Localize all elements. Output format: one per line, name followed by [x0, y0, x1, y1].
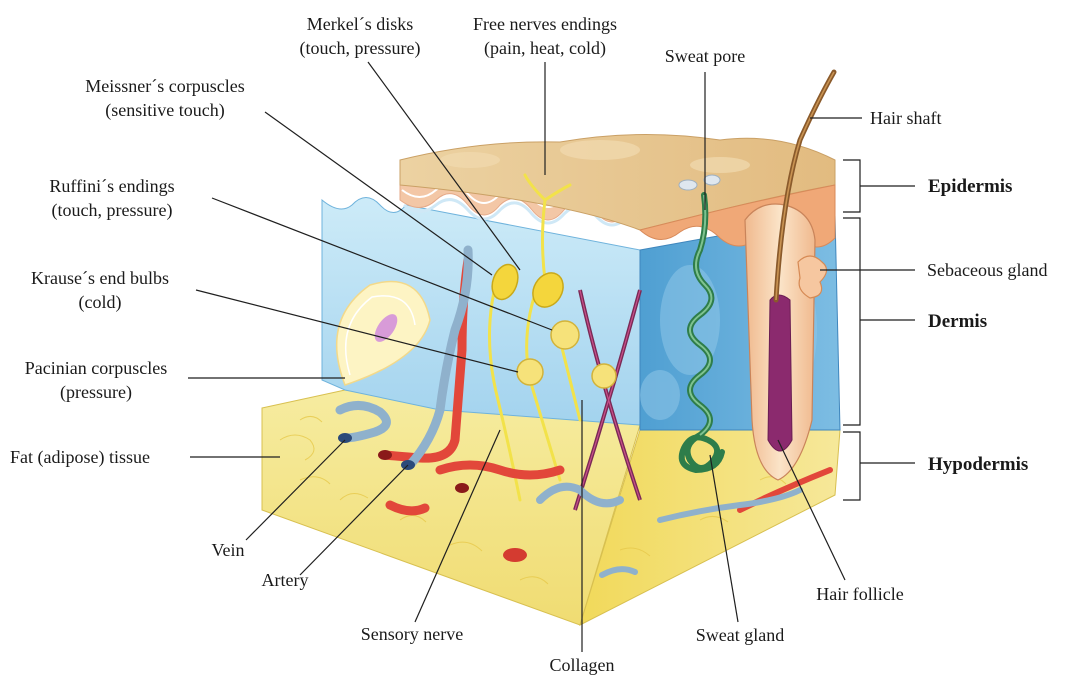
- label-ruffini-line1: Ruffini´s endings: [49, 176, 174, 196]
- sweat-droplet: [679, 180, 697, 190]
- label-krause-line2: (cold): [79, 292, 122, 313]
- skin-block: [262, 72, 840, 625]
- label-merkel-line1: Merkel´s disks: [307, 14, 414, 34]
- label-vein: Vein: [212, 540, 245, 560]
- label-free-nerves-line2: (pain, heat, cold): [484, 38, 606, 59]
- label-sweat-pore: Sweat pore: [665, 46, 745, 66]
- ruffini-ending: [551, 321, 579, 349]
- label-hair-follicle: Hair follicle: [816, 584, 903, 604]
- label-ruffini-line2: (touch, pressure): [52, 200, 173, 221]
- label-meissner-line1: Meissner´s corpuscles: [85, 76, 244, 96]
- label-artery: Artery: [262, 570, 309, 590]
- label-hypodermis: Hypodermis: [928, 454, 1028, 475]
- label-merkel-line2: (touch, pressure): [300, 38, 421, 59]
- label-collagen: Collagen: [550, 655, 615, 675]
- label-hair-shaft: Hair shaft: [870, 108, 941, 128]
- label-pacinian-line1: Pacinian corpuscles: [25, 358, 167, 378]
- fat-layer-front: [262, 390, 640, 625]
- label-sebaceous: Sebaceous gland: [927, 260, 1047, 280]
- label-krause-line1: Krause´s end bulbs: [31, 268, 169, 288]
- label-free-nerves-line1: Free nerves endings: [473, 14, 617, 34]
- label-dermis: Dermis: [928, 311, 987, 332]
- layer-brackets: [843, 160, 915, 500]
- label-fat: Fat (adipose) tissue: [10, 447, 150, 468]
- krause-bulb: [517, 359, 543, 385]
- label-pacinian-line2: (pressure): [60, 382, 132, 403]
- label-sensory-nerve: Sensory nerve: [361, 624, 463, 644]
- label-meissner-line2: (sensitive touch): [105, 100, 224, 121]
- label-epidermis: Epidermis: [928, 176, 1012, 197]
- label-sweat-gland: Sweat gland: [696, 625, 784, 645]
